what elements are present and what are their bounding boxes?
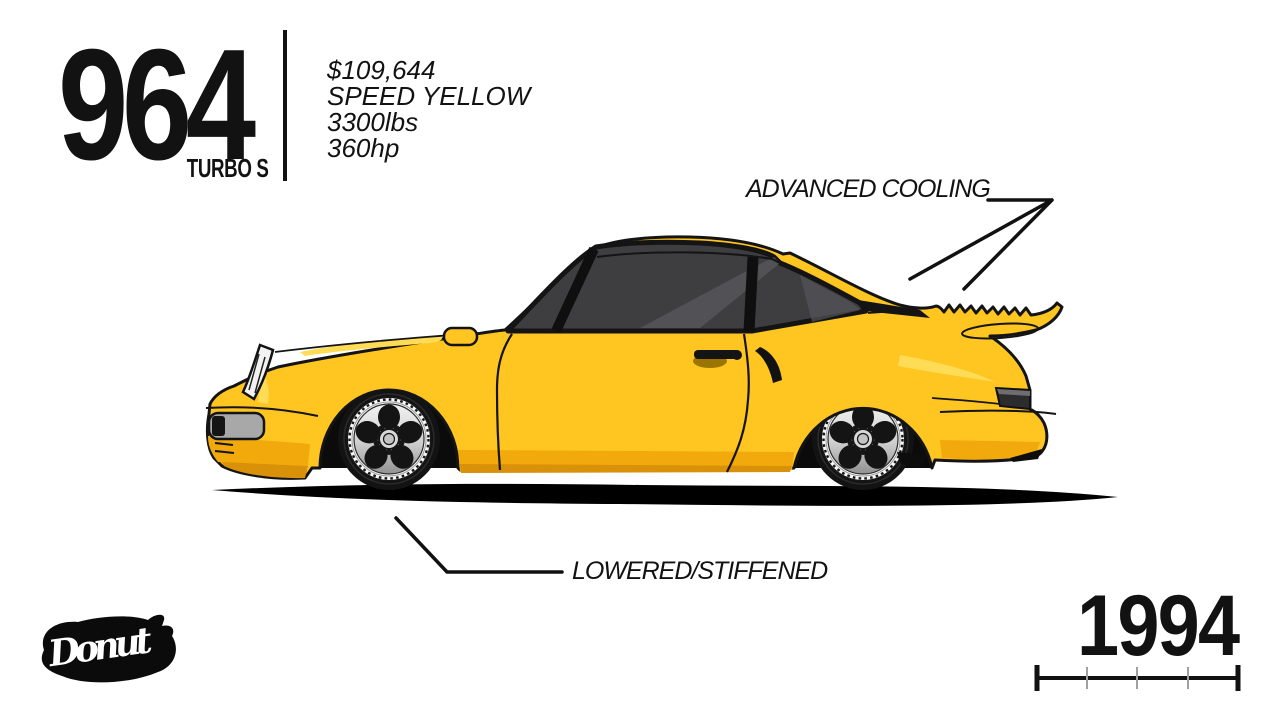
cooling-leader-line [908,198,1054,291]
b-pillar [743,256,759,332]
quarter-intake [755,347,782,383]
door-handle [693,350,742,368]
rear-window-edge [858,300,930,318]
spoiler-detail [961,322,1039,340]
body-deep-shading [222,462,792,479]
front-marker-light [207,411,266,441]
header-divider [283,30,287,181]
spec-price: $109,644 [327,55,436,85]
leader-lines [394,198,1054,574]
timeline [1034,665,1241,691]
year-wrap: 1994 [1055,578,1240,674]
spec-power: 360hp [327,133,400,163]
glass-reflections [640,257,860,328]
donut-logo: Donut [41,614,176,683]
front-wheel [336,386,442,492]
model-number: 964 [58,17,256,193]
model-trim: TURBO S [186,153,268,183]
car-body [205,235,1064,480]
callout-lowered-stiffened: LOWERED/STIFFENED [572,557,828,585]
underbody-darks [897,449,1042,468]
headlight [241,343,275,401]
model-trim-wrap: TURBO S [58,155,268,181]
a-pillar [551,246,599,334]
spec-color: SPEED YELLOW [327,81,531,111]
drip-rail-line [596,251,859,302]
lowered-leader-line [394,516,564,574]
taillight [994,386,1031,411]
side-mirror [442,326,479,347]
spec-weight: 3300lbs [327,107,419,137]
model-year: 1994 [1076,578,1240,674]
callout-advanced-cooling: ADVANCED COOLING [746,175,991,203]
spec-list: $109,644 SPEED YELLOW 3300lbs 360hp [327,57,530,161]
ground-shadow [212,483,1118,506]
